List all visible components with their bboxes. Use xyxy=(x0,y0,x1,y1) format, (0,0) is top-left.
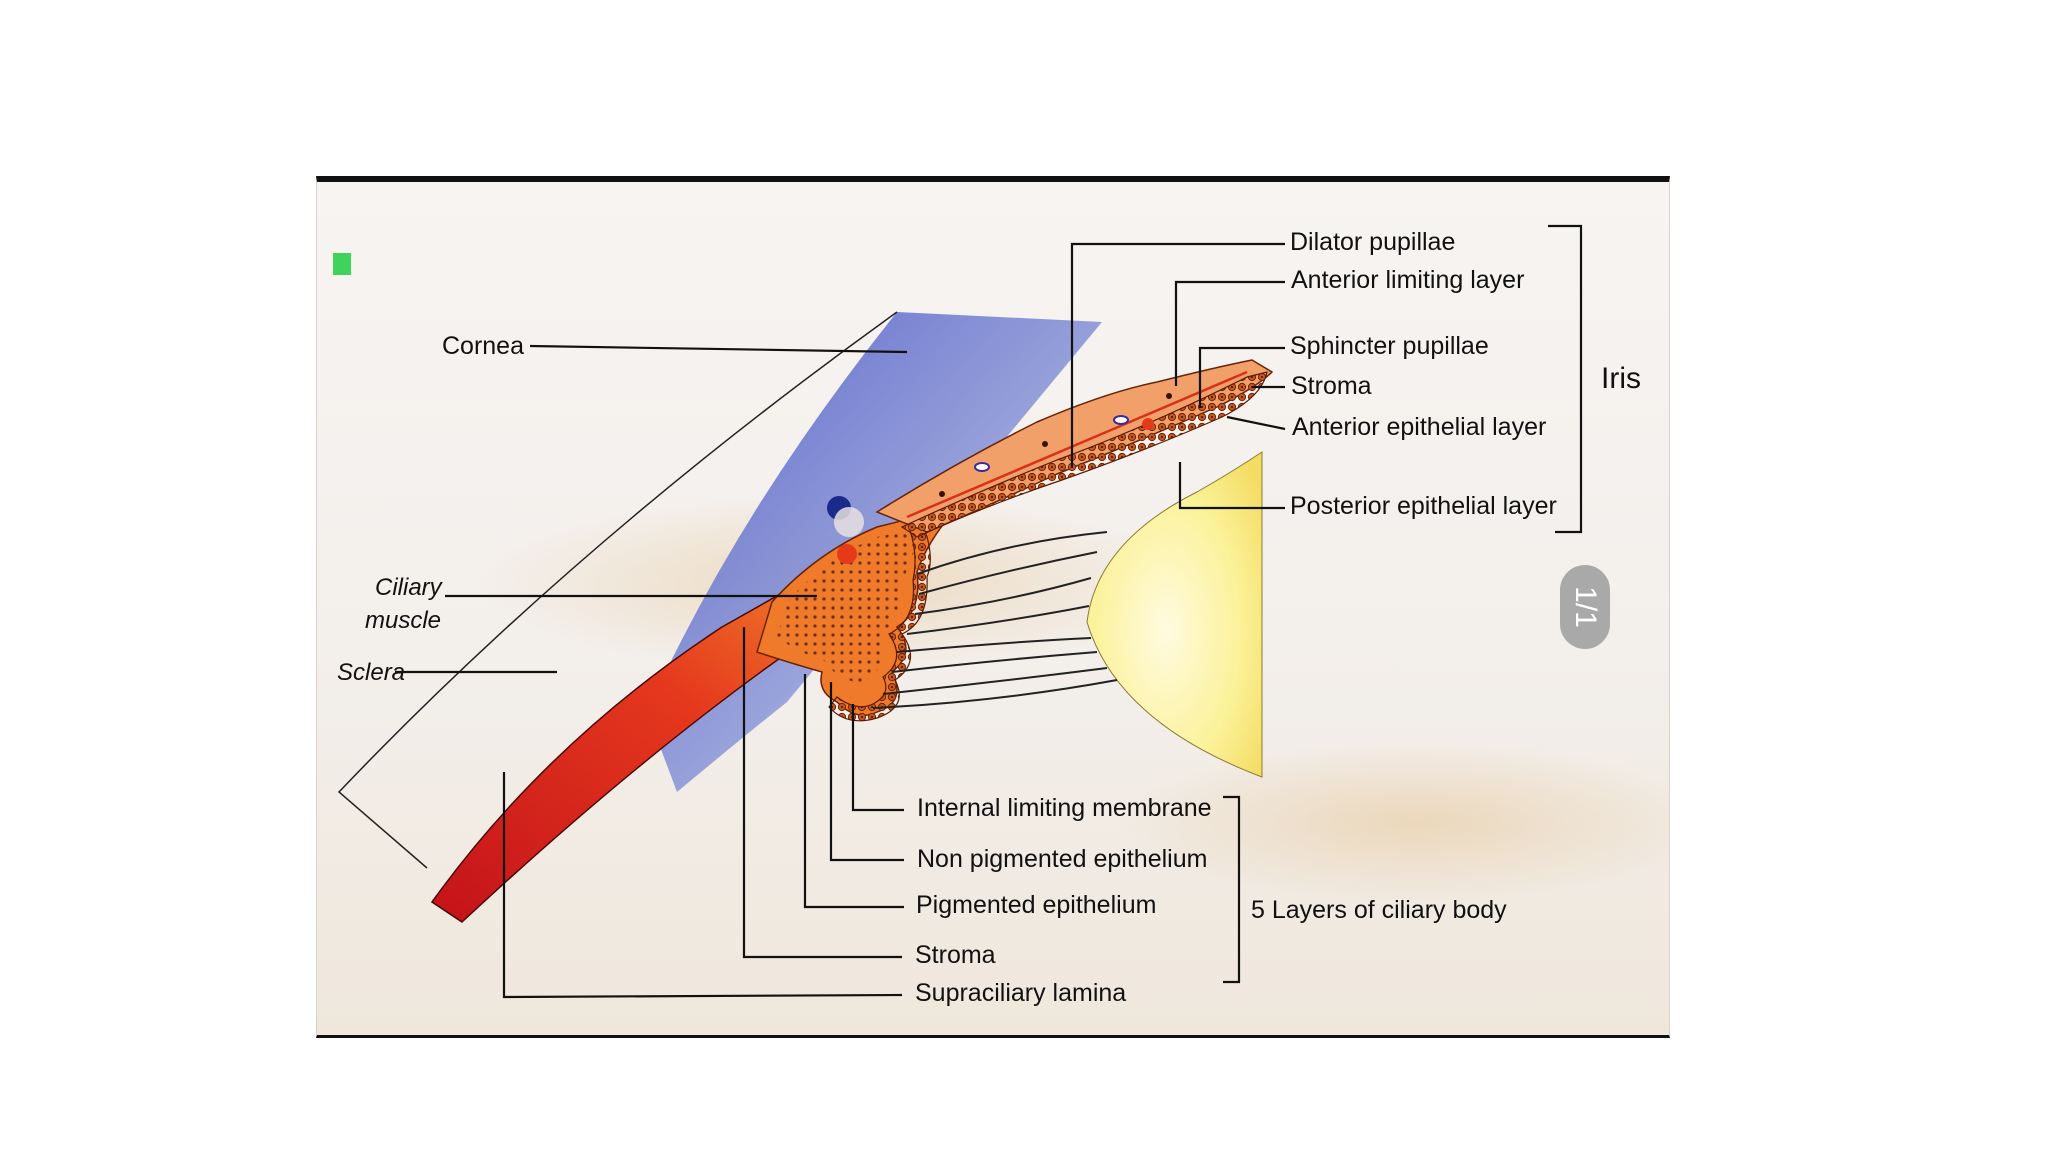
label-non-pigmented-epithelium: Non pigmented epithelium xyxy=(917,845,1207,873)
dilator-pupillae-line xyxy=(906,370,1248,519)
label-anterior-limiting-layer: Anterior limiting layer xyxy=(1291,266,1524,294)
label-iris: Iris xyxy=(1601,362,1641,395)
label-dilator-pupillae: Dilator pupillae xyxy=(1290,228,1455,256)
lens-shape xyxy=(1086,451,1263,778)
iris-vessel-2 xyxy=(1113,415,1129,425)
page-indicator-text: 1/1 xyxy=(1569,586,1602,628)
trabecular-meshwork xyxy=(834,507,864,537)
page-indicator-badge[interactable]: 1/1 xyxy=(1560,565,1610,649)
label-posterior-epithelial-layer: Posterior epithelial layer xyxy=(1290,492,1557,520)
iris-melanocyte-2 xyxy=(1166,393,1172,399)
leader-lines xyxy=(395,224,1583,999)
ciliary-vessel xyxy=(837,544,857,564)
label-pigmented-epithelium: Pigmented epithelium xyxy=(916,891,1156,919)
diagram-figure: Cornea Ciliary muscle Sclera Dilator pup… xyxy=(316,176,1670,1038)
ciliary-muscle-dots xyxy=(777,527,927,682)
label-supraciliary-lamina: Supraciliary lamina xyxy=(915,979,1126,1007)
green-marker xyxy=(333,253,351,275)
ciliary-epithelium-cells xyxy=(828,510,931,722)
background-haze-2 xyxy=(1117,742,1669,902)
label-ciliary-stroma: Stroma xyxy=(915,941,996,969)
label-anterior-epithelial-layer: Anterior epithelial layer xyxy=(1292,413,1546,441)
cornea-outer-outline xyxy=(337,311,898,869)
label-sclera: Sclera xyxy=(337,659,405,686)
ciliary-body-diagram: Cornea Ciliary muscle Sclera Dilator pup… xyxy=(337,224,1669,1007)
label-ciliary-muscle-line2: muscle xyxy=(365,607,441,634)
label-iris-stroma: Stroma xyxy=(1291,372,1372,400)
sphincter-pupillae-dot xyxy=(1142,418,1154,430)
label-internal-limiting-membrane: Internal limiting membrane xyxy=(917,794,1212,822)
iris-melanocyte-1 xyxy=(1042,441,1048,447)
label-cornea: Cornea xyxy=(442,332,524,360)
iris-vessel-1 xyxy=(974,462,990,472)
zonular-fibres xyxy=(872,531,1118,709)
iris-posterior-epithelium xyxy=(900,371,1268,538)
label-sphincter-pupillae: Sphincter pupillae xyxy=(1290,332,1489,360)
iris-melanocyte-3 xyxy=(939,491,945,497)
label-ciliary-muscle-line1: Ciliary xyxy=(375,574,444,601)
label-ciliary-body-group: 5 Layers of ciliary body xyxy=(1251,896,1507,924)
